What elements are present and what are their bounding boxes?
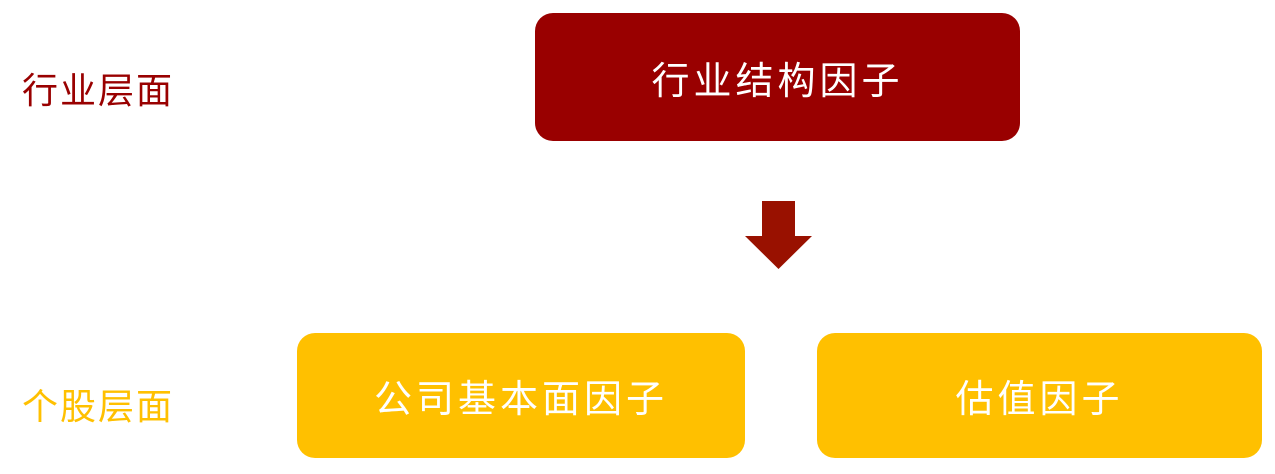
valuation-factor-box: 估值因子 (817, 333, 1262, 458)
industry-structure-factor-text: 行业结构因子 (651, 58, 904, 103)
fundamentals-factor-text: 公司基本面因子 (373, 377, 668, 421)
down-arrow-shape (745, 201, 812, 269)
valuation-factor-text: 估值因子 (955, 377, 1124, 421)
down-arrow-icon (745, 201, 812, 269)
industry-level-label: 行业层面 (22, 71, 175, 112)
stock-level-label: 个股层面 (22, 387, 175, 428)
fundamentals-factor-box: 公司基本面因子 (297, 333, 745, 458)
industry-structure-factor-box: 行业结构因子 (535, 13, 1020, 141)
